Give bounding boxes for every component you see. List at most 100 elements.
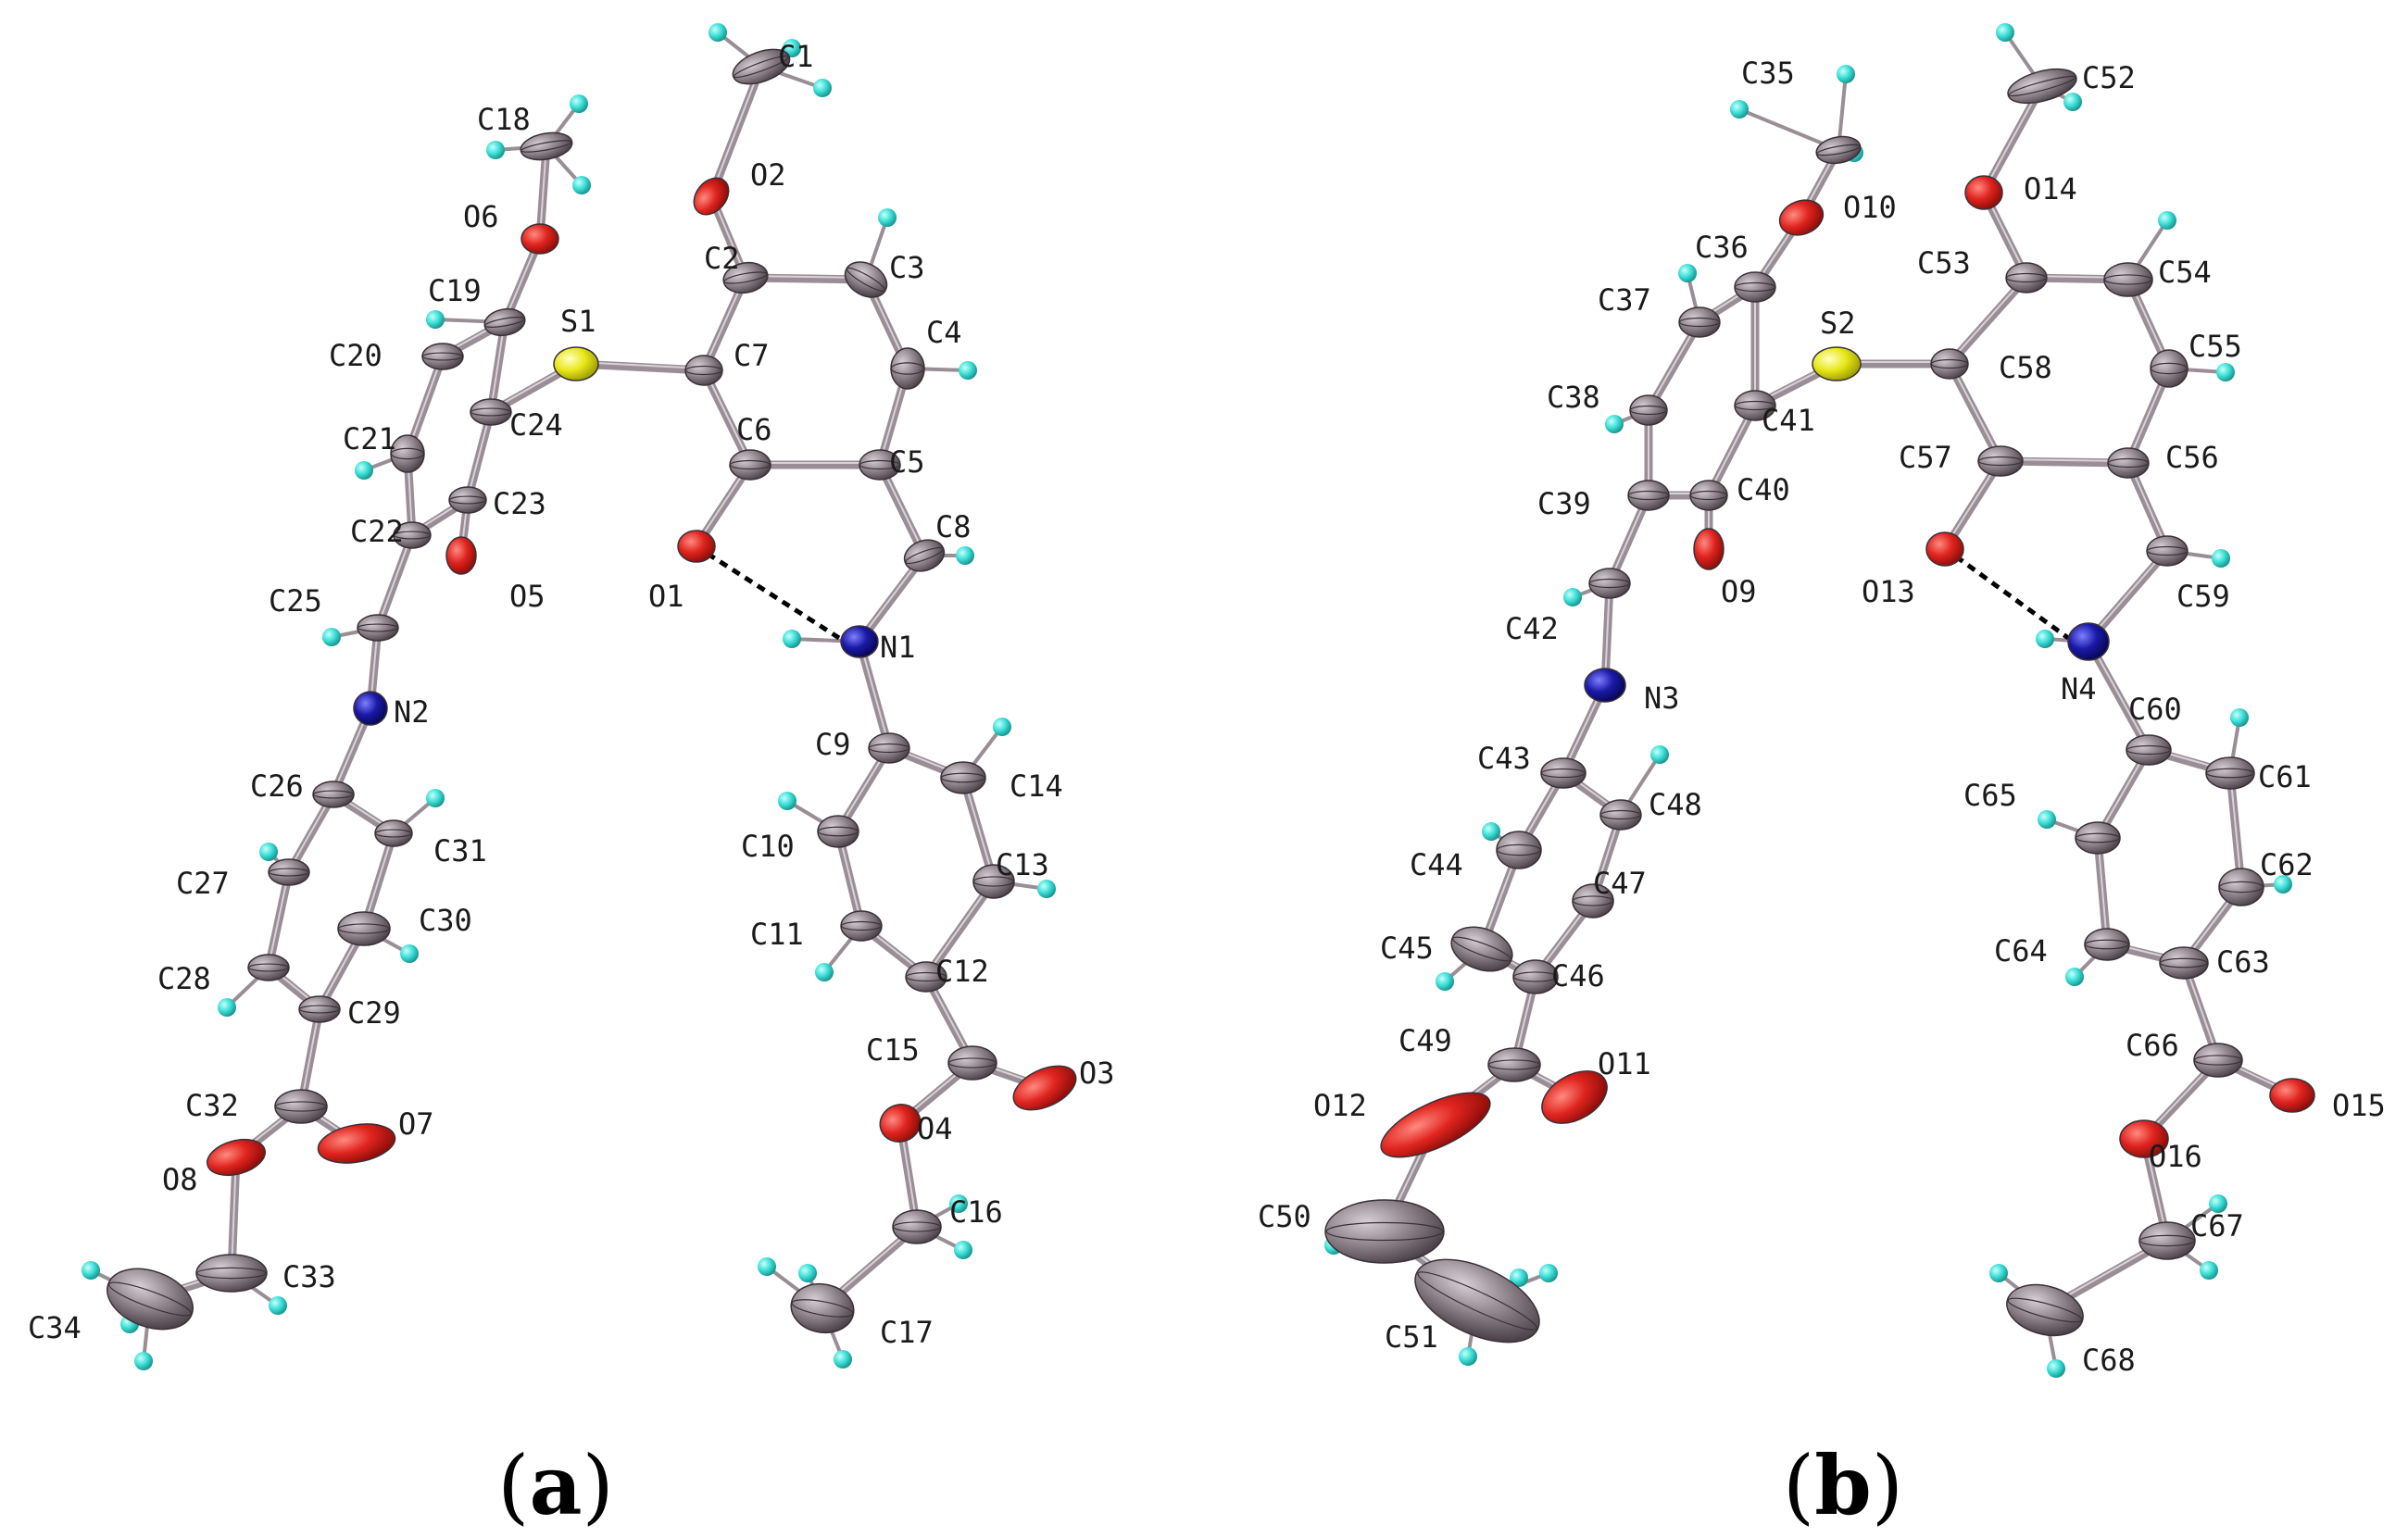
- hydrogen-atom: [1730, 100, 1749, 119]
- atom-principal-axis: [1540, 768, 1587, 779]
- atom-C42: [1588, 568, 1631, 599]
- atom-label-C33: C33: [282, 1259, 336, 1294]
- atom-principal-axis: [1325, 1221, 1444, 1242]
- atom-label-C41: C41: [1762, 403, 1815, 438]
- atom-N1: [840, 625, 879, 658]
- atom-label-C50: C50: [1258, 1199, 1311, 1234]
- atom-principal-axis: [2126, 744, 2172, 756]
- atom-label-C34: C34: [28, 1310, 82, 1345]
- atom-principal-axis: [1930, 358, 1969, 369]
- atom-principal-axis: [892, 1221, 942, 1232]
- atom-principal-axis: [484, 317, 525, 328]
- atom-principal-axis: [393, 531, 432, 540]
- atom-label-C51: C51: [1385, 1319, 1438, 1355]
- hydrogen-atom: [570, 94, 588, 113]
- atom-N3: [1584, 668, 1626, 703]
- atom-C27: [268, 858, 310, 886]
- atom-principal-axis: [1689, 490, 1728, 501]
- atom-C38: [1629, 394, 1668, 426]
- atom-C7: [684, 355, 723, 386]
- hydrogen-atom: [1650, 745, 1669, 764]
- atom-C6: [729, 449, 771, 481]
- atom-label-O8: O8: [162, 1162, 198, 1197]
- atom-principal-axis: [520, 140, 572, 153]
- atom-principal-axis: [1512, 971, 1559, 982]
- atom-principal-axis: [905, 971, 947, 982]
- atom-label-C20: C20: [329, 338, 383, 373]
- hydrogen-atom: [1510, 1268, 1528, 1287]
- atom-C34: [106, 1268, 194, 1331]
- bond-highlight: [2229, 770, 2242, 886]
- hydrogen-bond-O1-N1: [706, 551, 841, 641]
- atom-principal-axis: [2218, 881, 2264, 893]
- hydrogen-atom: [956, 546, 974, 565]
- hydrogen-atom: [355, 461, 373, 480]
- atom-principal-axis: [357, 623, 399, 632]
- atom-label-C15: C15: [866, 1032, 920, 1068]
- atom-C28: [247, 954, 290, 981]
- hydrogen-atom: [783, 630, 801, 648]
- atom-C58: [1930, 348, 1969, 380]
- atom-S1: [553, 346, 599, 381]
- bond-C59-N4: [2084, 546, 2172, 646]
- atom-label-C5: C5: [889, 444, 925, 480]
- atom-label-C44: C44: [1410, 847, 1463, 882]
- hydrogen-atom: [486, 141, 505, 159]
- hydrogen-atom: [993, 718, 1011, 736]
- atom-C60: [2126, 734, 2172, 766]
- bond-highlight: [300, 1006, 320, 1106]
- atom-C49: [1487, 1047, 1541, 1082]
- atom-principal-axis: [791, 1299, 854, 1318]
- atom-label-C47: C47: [1593, 866, 1647, 901]
- atom-principal-axis: [684, 365, 723, 376]
- hydrogen-atom: [815, 963, 834, 981]
- atom-principal-axis: [1452, 936, 1511, 962]
- atom-C31: [374, 819, 413, 847]
- atom-principal-axis: [247, 963, 290, 972]
- atom-label-O4: O4: [917, 1111, 953, 1146]
- hydrogen-atom: [259, 843, 278, 861]
- hydrogen-atom: [2216, 363, 2235, 381]
- atom-C50: [1324, 1199, 1445, 1264]
- atom-C51: [1414, 1258, 1540, 1343]
- atom-C62: [2218, 868, 2264, 906]
- atom-principal-axis: [859, 459, 901, 470]
- atom-label-C66: C66: [2126, 1028, 2179, 1063]
- atom-C25: [357, 614, 399, 642]
- hydrogen-atom: [878, 208, 897, 227]
- atom-O7: [317, 1123, 396, 1164]
- atom-principal-axis: [1629, 405, 1668, 416]
- atom-C40: [1689, 480, 1728, 511]
- atom-principal-axis: [846, 267, 886, 293]
- hydrogen-atom: [2047, 1359, 2065, 1378]
- hydrogen-atom: [2038, 810, 2056, 829]
- atom-label-O14: O14: [2024, 171, 2077, 206]
- atom-label-C45: C45: [1380, 931, 1434, 966]
- atom-label-C46: C46: [1551, 958, 1605, 993]
- hydrogen-atom: [2212, 549, 2230, 568]
- atom-label-O5: O5: [509, 579, 546, 614]
- atom-principal-axis: [2159, 957, 2209, 968]
- atom-label-C8: C8: [935, 509, 972, 544]
- atom-O16: [2119, 1119, 2169, 1158]
- hydrogen-atom: [1989, 1264, 2008, 1282]
- bond-highlight: [1949, 361, 2001, 460]
- hydrogen-atom: [1539, 1264, 1558, 1282]
- atom-C67: [2138, 1221, 2196, 1260]
- atom-O4: [879, 1104, 922, 1143]
- atom-O14: [1964, 175, 2003, 210]
- bond-highlight: [377, 532, 413, 627]
- hydrogen-atom: [400, 944, 419, 963]
- atom-label-C28: C28: [157, 961, 211, 996]
- atom-C55: [2150, 349, 2189, 388]
- atom-C48: [1599, 799, 1642, 831]
- atom-label-O13: O13: [1862, 574, 1915, 609]
- atom-label-C27: C27: [176, 866, 230, 901]
- hydrogen-atom: [134, 1352, 153, 1370]
- atom-O3: [1012, 1065, 1077, 1111]
- atom-C36: [1734, 271, 1776, 303]
- atom-O6: [520, 223, 559, 255]
- atom-C68: [2006, 1283, 2084, 1337]
- hydrogen-atom: [949, 1194, 968, 1213]
- atom-label-C62: C62: [2260, 847, 2314, 882]
